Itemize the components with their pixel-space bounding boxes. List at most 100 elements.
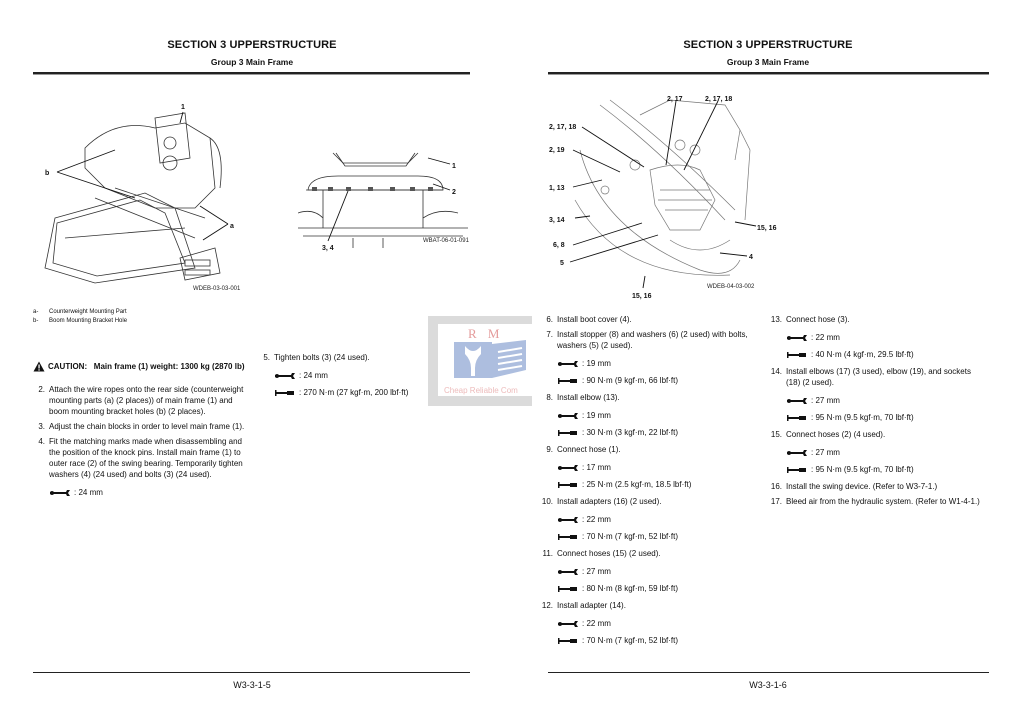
spec-value: : 22 mm xyxy=(811,333,840,342)
wrench-icon xyxy=(558,620,578,627)
legend-item: b-Boom Mounting Bracket Hole xyxy=(33,318,128,324)
footer-rule xyxy=(33,672,470,673)
torque-spec: : 80 N·m (8 kgf·m, 59 lbf·ft) xyxy=(537,580,752,597)
procedure-step: 5.Tighten bolts (3) (24 used). xyxy=(254,352,454,363)
steps-column: 2.Attach the wire ropes onto the rear si… xyxy=(29,381,249,501)
wrench-document-icon xyxy=(454,340,526,378)
torque-spec: : 95 N·m (9.5 kgf·m, 70 lbf·ft) xyxy=(766,409,986,426)
torque-wrench-icon xyxy=(787,414,806,421)
step-text: Install elbows (17) (3 used), elbow (19)… xyxy=(786,367,971,387)
torque-spec: : 30 N·m (3 kgf·m, 22 lbf·ft) xyxy=(537,424,752,441)
step-text: Connect hoses (2) (4 used). xyxy=(786,430,886,439)
callout: 15, 16 xyxy=(632,293,652,300)
group-title: Group 3 Main Frame xyxy=(210,57,294,67)
page-number: W3-3-1-6 xyxy=(749,680,787,690)
spec-value: : 24 mm xyxy=(74,488,103,497)
procedure-step: 8. Install elbow (13). xyxy=(537,392,752,403)
step-text: Connect hoses (15) (2 used). xyxy=(557,549,661,558)
callout: b xyxy=(45,170,49,177)
footer-rule xyxy=(548,672,989,673)
spec-value: : 95 N·m (9.5 kgf·m, 70 lbf·ft) xyxy=(811,465,914,474)
procedure-step: 15. Connect hoses (2) (4 used). xyxy=(766,429,986,440)
callout: 15, 16 xyxy=(757,225,777,232)
spec-value: : 17 mm xyxy=(582,463,611,472)
wrench-size-spec: : 24 mm xyxy=(254,367,454,384)
procedure-step: 17.Bleed air from the hydraulic system. … xyxy=(766,496,986,507)
step-text: Install elbow (13). xyxy=(557,393,620,402)
step-number: 8. xyxy=(546,393,553,402)
torque-wrench-icon xyxy=(787,351,806,358)
wrench-size-spec: : 19 mm xyxy=(537,407,752,424)
torque-wrench-icon xyxy=(787,466,806,473)
torque-spec: : 25 N·m (2.5 kgf·m, 18.5 lbf·ft) xyxy=(537,476,752,493)
figure-legend: a-Counterweight Mounting Part b-Boom Mou… xyxy=(33,308,127,326)
callout: 6, 8 xyxy=(553,242,565,249)
spec-value: : 19 mm xyxy=(582,411,611,420)
callout: 2, 17, 18 xyxy=(705,96,732,103)
wrench-icon xyxy=(558,464,578,471)
step-number: 6. xyxy=(546,315,553,324)
callout: 4 xyxy=(749,254,753,261)
spec-value: : 19 mm xyxy=(582,359,611,368)
step-number: 14. xyxy=(770,367,782,376)
torque-wrench-icon xyxy=(558,377,577,384)
step-number: 10. xyxy=(541,497,553,506)
wrench-icon xyxy=(787,397,807,404)
torque-spec: : 70 N·m (7 kgf·m, 52 lbf·ft) xyxy=(537,632,752,649)
step-text: Adjust the chain blocks in order to leve… xyxy=(49,422,245,431)
page-number: W3-3-1-5 xyxy=(233,680,271,690)
procedure-step: 4.Fit the matching marks made when disas… xyxy=(29,436,249,480)
step-number: 11. xyxy=(542,549,553,558)
procedure-step: 2.Attach the wire ropes onto the rear si… xyxy=(29,384,249,417)
callout: 2 xyxy=(452,189,456,196)
wrench-size-spec: : 22 mm xyxy=(537,511,752,528)
callout: 5 xyxy=(560,260,564,267)
swing-bearing-figure: 1 2 3, 4 xyxy=(298,152,468,252)
wrench-size-spec: : 19 mm xyxy=(537,355,752,372)
step-number: 9. xyxy=(546,445,553,454)
spec-value: : 95 N·m (9.5 kgf·m, 70 lbf·ft) xyxy=(811,413,914,422)
spec-value: : 40 N·m (4 kgf·m, 29.5 lbf·ft) xyxy=(811,350,914,359)
step-number: 2. xyxy=(38,385,45,394)
step-text: Install the swing device. (Refer to W3-7… xyxy=(786,482,938,491)
spec-value: : 270 N·m (27 kgf·m, 200 lbf·ft) xyxy=(299,388,409,397)
step-number: 15. xyxy=(770,430,782,439)
wrench-icon xyxy=(50,489,70,496)
steps-column: 5.Tighten bolts (3) (24 used). : 24 mm : 2… xyxy=(254,349,454,401)
callout: 3, 4 xyxy=(322,245,334,252)
callout: 1 xyxy=(452,163,456,170)
spec-value: : 27 mm xyxy=(811,448,840,457)
step-text: Install adapter (14). xyxy=(557,601,626,610)
figure-id: WDEB-03-03-001 xyxy=(193,286,241,292)
spec-value: : 27 mm xyxy=(811,396,840,405)
torque-spec: : 70 N·m (7 kgf·m, 52 lbf·ft) xyxy=(537,528,752,545)
step-text: Install boot cover (4). xyxy=(557,315,632,324)
torque-wrench-icon xyxy=(558,481,577,488)
spec-value: : 90 N·m (9 kgf·m, 66 lbf·ft) xyxy=(582,376,679,385)
procedure-step: 6. Install boot cover (4). xyxy=(537,314,752,325)
step-number: 3. xyxy=(38,422,45,431)
step-number: 4. xyxy=(38,437,45,446)
spec-value: : 70 N·m (7 kgf·m, 52 lbf·ft) xyxy=(582,636,679,645)
torque-wrench-icon xyxy=(558,637,577,644)
torque-spec: : 95 N·m (9.5 kgf·m, 70 lbf·ft) xyxy=(766,461,986,478)
callout: 2, 17 xyxy=(667,96,683,103)
wrench-icon xyxy=(558,412,578,419)
spec-value: : 24 mm xyxy=(299,371,328,380)
main-frame-figure: 1 b a xyxy=(44,104,234,284)
swing-device-hoses-figure: 2, 17 2, 17, 18 2, 17, 18 2, 19 1, 13 3,… xyxy=(549,96,777,300)
steps-column: 13.Connect hose (3).: 22 mm: 40 N·m (4 k… xyxy=(766,311,986,511)
torque-wrench-icon xyxy=(558,585,577,592)
wrench-size-spec: : 22 mm xyxy=(766,329,986,346)
procedure-step: 3. Adjust the chain blocks in order to le… xyxy=(29,421,249,432)
callout: 3, 14 xyxy=(549,217,565,224)
procedure-step: 14. Install elbows (17) (3 used), elbow (… xyxy=(766,366,986,388)
figure-id: WBAT-06-01-091 xyxy=(423,238,469,244)
spec-value: : 27 mm xyxy=(582,567,611,576)
steps-column: 6.Install boot cover (4).7.Install stopp… xyxy=(537,311,752,649)
torque-spec: : 40 N·m (4 kgf·m, 29.5 lbf·ft) xyxy=(766,346,986,363)
step-text: Tighten bolts (3) (24 used). xyxy=(274,353,370,362)
step-number: 16. xyxy=(770,482,782,491)
callout: a xyxy=(230,223,234,230)
warning-icon xyxy=(33,361,45,372)
